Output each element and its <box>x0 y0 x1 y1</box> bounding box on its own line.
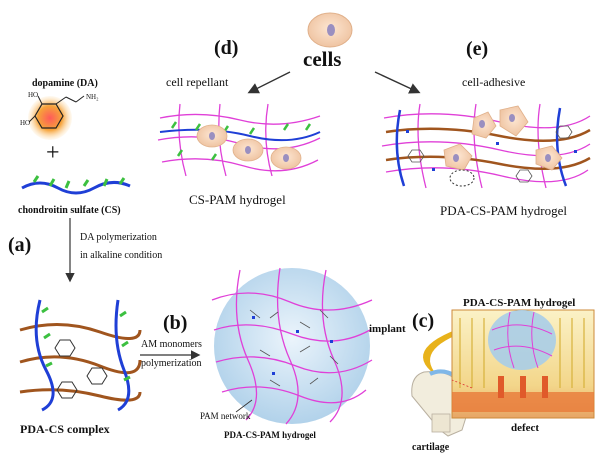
top-cell <box>307 12 353 48</box>
chondroitin-label: chondroitin sulfate (CS) <box>18 205 121 216</box>
panel-label-b: (b) <box>163 312 188 334</box>
panel-label-a: (a) <box>8 234 32 256</box>
pda-cs-pam-hydrogel-graphic <box>381 103 591 189</box>
panel-label-e: (e) <box>466 38 489 60</box>
alkaline-condition-label: in alkaline condition <box>80 250 163 261</box>
ho-bottom-label: HO <box>20 119 31 127</box>
dopamine-label: dopamine (DA) <box>32 78 98 89</box>
pam-network-label: PAM network <box>200 411 251 421</box>
am-monomers-label: AM monomers <box>141 339 202 350</box>
cs-chain-icon <box>21 175 131 195</box>
hydrogel-sphere-b <box>211 267 373 425</box>
pda-cs-complex-graphic <box>19 299 142 412</box>
defect-label: defect <box>511 422 540 434</box>
nh2-label: NH₂ <box>86 93 99 101</box>
pda-cs-pam-hydrogel-b-label: PDA-CS-PAM hydrogel <box>224 430 316 440</box>
cell-adhesive-label: cell-adhesive <box>462 75 526 89</box>
cs-pam-hydrogel-graphic <box>157 103 321 177</box>
cells-label: cells <box>303 47 342 71</box>
da-polymerization-label: DA polymerization <box>80 232 157 243</box>
cs-pam-hydrogel-label: CS-PAM hydrogel <box>189 192 286 207</box>
arrow-to-adhesive <box>374 71 421 94</box>
panel-label-c: (c) <box>412 310 435 332</box>
polymerization-label: polymerization <box>141 358 202 369</box>
ho-top-label: HO <box>28 91 39 99</box>
pda-cs-complex-label: PDA-CS complex <box>20 422 110 436</box>
pda-cs-pam-hydrogel-e-label: PDA-CS-PAM hydrogel <box>440 203 568 218</box>
arrow-to-repellant <box>247 71 291 94</box>
implant-label: implant <box>369 323 406 335</box>
panel-label-d: (d) <box>214 37 239 59</box>
cell-repellant-label: cell repellant <box>166 75 229 89</box>
plus-sign: + <box>46 140 60 166</box>
cartilage-label: cartilage <box>412 442 450 453</box>
tissue-panel <box>451 309 595 419</box>
dopamine-molecule <box>28 95 85 140</box>
pda-cs-pam-hydrogel-c-label: PDA-CS-PAM hydrogel <box>463 297 576 309</box>
